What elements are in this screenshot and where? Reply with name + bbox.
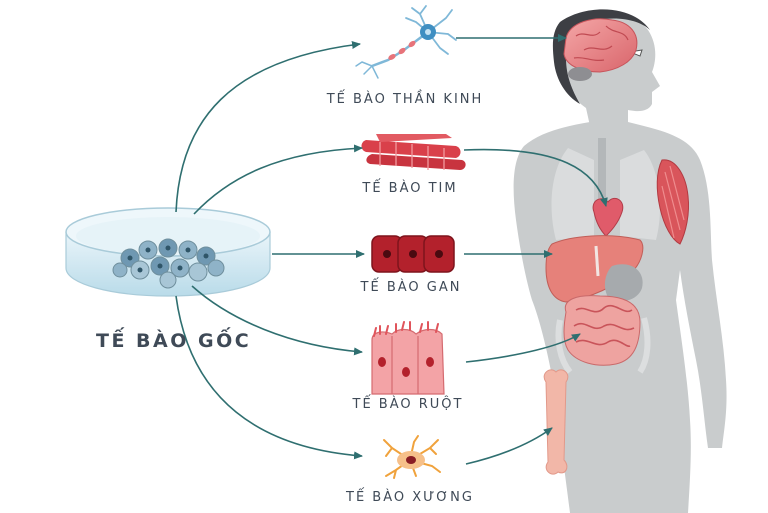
- petri-dish-icon: [65, 207, 271, 297]
- arrow-bone-to-bone: [465, 427, 553, 465]
- stomach: [604, 264, 643, 302]
- intestine-organ: [555, 295, 651, 374]
- liver-cell-icon: [371, 235, 455, 273]
- liver-cell-label: TẾ BÀO GAN: [360, 280, 462, 295]
- brain-organ: [563, 18, 638, 81]
- arrows: [175, 34, 608, 465]
- nerve-cell-label: TẾ BÀO THẦN KINH: [326, 92, 484, 107]
- neuron-icon: [355, 5, 457, 79]
- bone-cell-label: TẾ BÀO XƯƠNG: [346, 490, 474, 505]
- arrow-to-bone-cell: [175, 295, 363, 460]
- arrow-to-heart-fiber: [193, 144, 363, 215]
- arrow-to-neuron: [175, 41, 361, 213]
- heart-muscle-fiber-icon: [361, 134, 466, 170]
- arrow-intestine-to-intestine: [465, 333, 581, 363]
- trachea: [598, 138, 606, 198]
- arrow-to-intestine-cells: [191, 285, 363, 356]
- intestine-cell-icon: [371, 321, 445, 395]
- arrow-heart-to-heart: [463, 148, 608, 207]
- intestine-cell-label: TẾ BÀO RUỘT: [352, 397, 464, 412]
- stem-cell-label: TẾ BÀO GỐC: [96, 330, 252, 352]
- bone-organ: [543, 369, 569, 475]
- bone-cell-icon: [383, 435, 441, 479]
- heart-cell-label: TẾ BÀO TIM: [362, 181, 458, 196]
- lungs: [551, 148, 660, 240]
